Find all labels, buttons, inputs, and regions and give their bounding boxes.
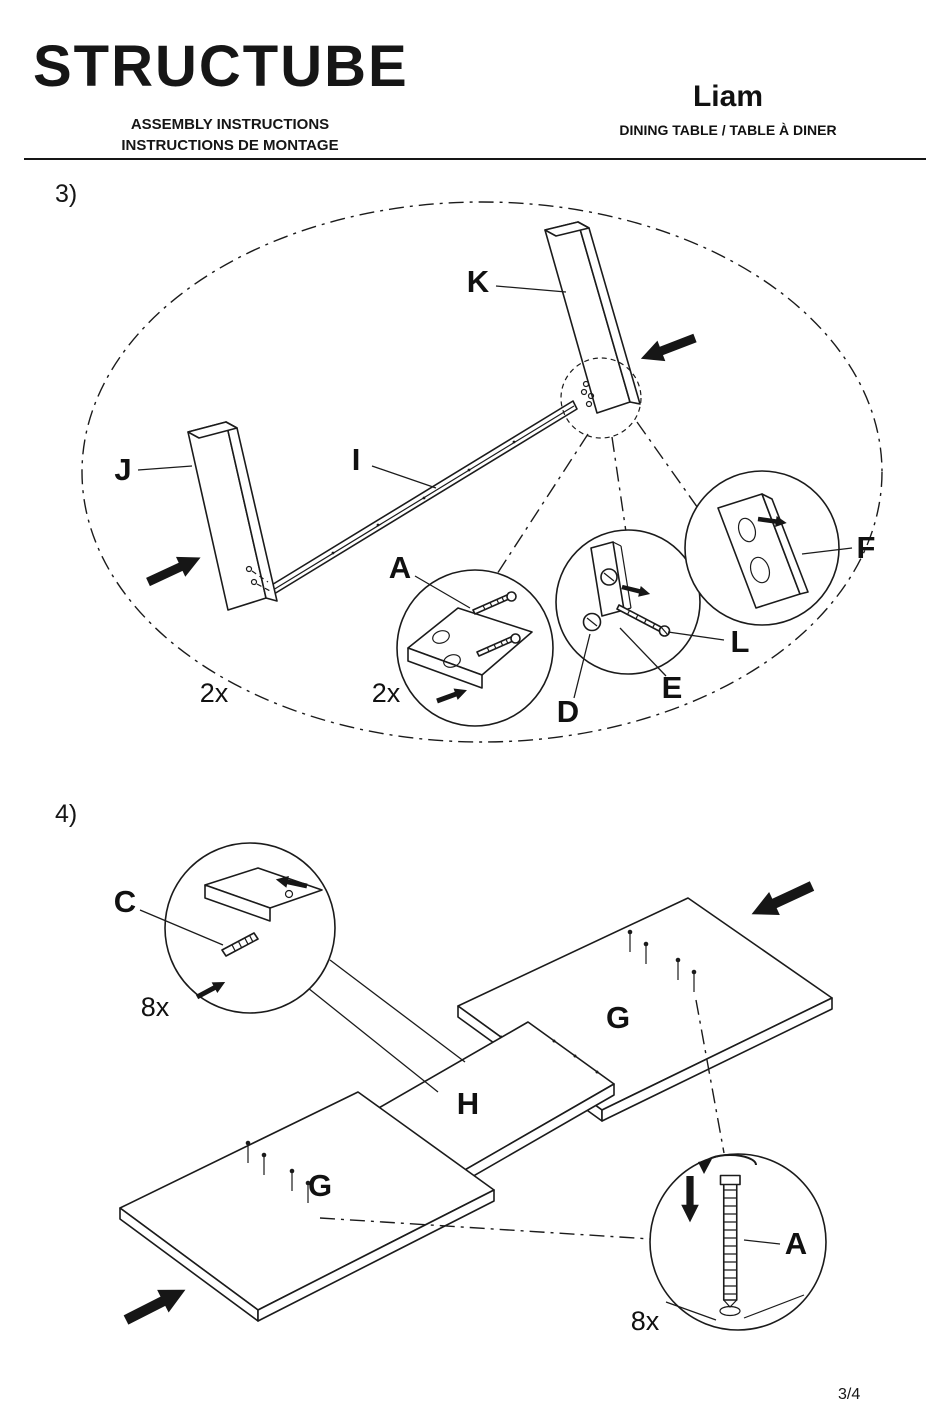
- step3-boundary-ellipse: [81, 201, 883, 743]
- step3-number: 3): [55, 180, 78, 208]
- part-label-f: F: [857, 530, 876, 565]
- brand-subtitle: ASSEMBLY INSTRUCTIONS INSTRUCTIONS DE MO…: [30, 114, 430, 156]
- brand-logo: STRUCTUBE: [33, 34, 409, 99]
- qty-dowels-label: 8x: [141, 992, 170, 1022]
- part-label-k: K: [467, 264, 490, 299]
- leader-k: [495, 285, 567, 293]
- leader-a-step4: [743, 1239, 781, 1245]
- leader-j: [137, 465, 193, 471]
- leg-j-drawing: [187, 421, 278, 611]
- detail-circle-f: [684, 470, 840, 626]
- page-number: 3/4: [838, 1386, 861, 1403]
- table-leaf-g-left: [119, 1091, 495, 1322]
- header-divider: [24, 158, 926, 160]
- product-block: Liam DINING TABLE / TABLE À DINER: [558, 80, 898, 139]
- assembly-instructions-label: ASSEMBLY INSTRUCTIONS: [130, 116, 330, 133]
- connector-joint-to-del: [611, 436, 627, 533]
- leader-a: [414, 575, 471, 609]
- leader-c: [139, 909, 224, 946]
- qty-screws-label: 2x: [372, 678, 401, 708]
- qty-legs-label: 2x: [200, 678, 229, 708]
- part-label-i: I: [352, 442, 361, 477]
- qty-screws-step4-label: 8x: [631, 1306, 660, 1336]
- part-label-d: D: [557, 694, 579, 729]
- direction-arrow-leaf-right: [746, 874, 818, 926]
- instructions-de-montage-label: INSTRUCTIONS DE MONTAGE: [121, 137, 339, 154]
- step4-diagram: C G H G A 8x 8x: [114, 842, 833, 1336]
- connector-c-to-seam-2: [307, 987, 439, 1093]
- connector-pin-to-a-right: [695, 999, 725, 1154]
- rail-i-drawing: [269, 400, 578, 595]
- part-label-e: E: [662, 670, 683, 705]
- direction-arrow-leaf-left: [120, 1278, 192, 1332]
- step3-diagram: K J I A F L E D 2x 2x: [81, 201, 883, 743]
- rotation-arrow-head: [698, 1159, 712, 1174]
- direction-arrow-leg-k: [636, 327, 699, 370]
- part-label-h: H: [457, 1086, 479, 1121]
- connector-joint-to-f: [636, 421, 701, 512]
- connector-c-to-seam-1: [329, 959, 466, 1063]
- part-label-l: L: [731, 624, 750, 659]
- direction-arrow-leg-j: [143, 547, 206, 592]
- product-name: Liam: [692, 80, 764, 113]
- product-type: DINING TABLE / TABLE À DINER: [619, 122, 837, 138]
- leader-f: [801, 547, 853, 555]
- part-label-a-step4: A: [785, 1226, 807, 1261]
- part-label-g-left: G: [308, 1168, 332, 1203]
- connector-pin-to-a-left: [319, 1217, 652, 1240]
- connector-joint-to-a: [496, 433, 589, 575]
- part-label-a: A: [389, 550, 411, 585]
- detail-circle-a-step4: [649, 1153, 827, 1331]
- leader-l: [667, 631, 725, 641]
- leader-i: [371, 465, 437, 489]
- step4-number: 4): [55, 800, 78, 828]
- leg-k-drawing: [544, 221, 641, 414]
- leader-d: [573, 633, 591, 699]
- leader-e: [619, 627, 667, 677]
- part-label-c: C: [114, 884, 136, 919]
- part-label-j: J: [114, 452, 131, 487]
- joint-detail-circle: [560, 357, 642, 439]
- detail-circle-del: [555, 529, 701, 675]
- part-label-g-right: G: [606, 1000, 630, 1035]
- detail-circle-a: [396, 569, 554, 727]
- detail-circle-c: [164, 842, 336, 1014]
